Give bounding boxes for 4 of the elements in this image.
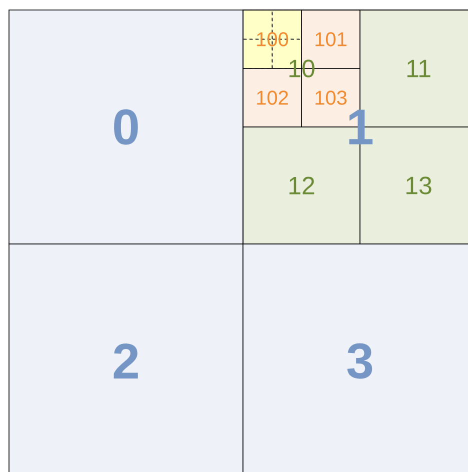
quadrant-box: 0 bbox=[8, 10, 244, 244]
quadrant-box: 3 bbox=[242, 244, 468, 472]
node-label: 2 bbox=[114, 344, 138, 378]
quadrant-box: 2 bbox=[8, 244, 244, 472]
